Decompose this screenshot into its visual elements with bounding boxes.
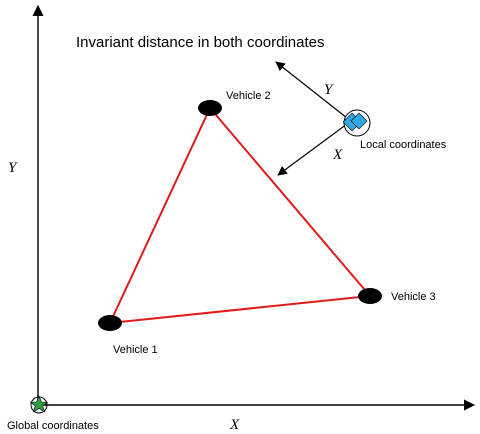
- global-y-axis-label: Y: [8, 160, 18, 176]
- local-y-axis: [275, 61, 348, 119]
- vehicle-1: Vehicle 1: [98, 315, 158, 356]
- diagram-title: Invariant distance in both coordinates: [76, 34, 325, 51]
- vehicle-3: Vehicle 3: [358, 288, 436, 304]
- global-axes: Y X: [8, 4, 476, 433]
- local-x-axis: [277, 123, 348, 176]
- global-coordinates-label: Global coordinates: [7, 420, 99, 432]
- vehicle-3-marker: [358, 288, 382, 304]
- vehicle-2-marker: [198, 100, 222, 116]
- vehicle-2: Vehicle 2: [198, 90, 271, 116]
- vehicle-1-label: Vehicle 1: [113, 344, 158, 356]
- vehicle-2-label: Vehicle 2: [226, 90, 271, 102]
- local-y-axis-label: Y: [324, 82, 334, 98]
- vehicle-triangle: [109, 107, 371, 324]
- edge-vehicle2-vehicle3: [209, 107, 371, 297]
- vehicle-1-marker: [98, 315, 122, 331]
- local-coordinates: Y X Local coordinates: [275, 61, 447, 176]
- global-origin: Global coordinates: [7, 395, 99, 432]
- diamond-icon: [342, 112, 368, 132]
- vehicle-3-label: Vehicle 3: [391, 291, 436, 303]
- edge-vehicle1-vehicle2: [109, 107, 211, 324]
- local-x-axis-label: X: [332, 147, 343, 163]
- star-icon: [29, 395, 49, 413]
- edge-vehicle1-vehicle3: [109, 295, 371, 324]
- global-x-axis-label: X: [229, 417, 240, 433]
- local-coordinates-label: Local coordinates: [360, 139, 447, 151]
